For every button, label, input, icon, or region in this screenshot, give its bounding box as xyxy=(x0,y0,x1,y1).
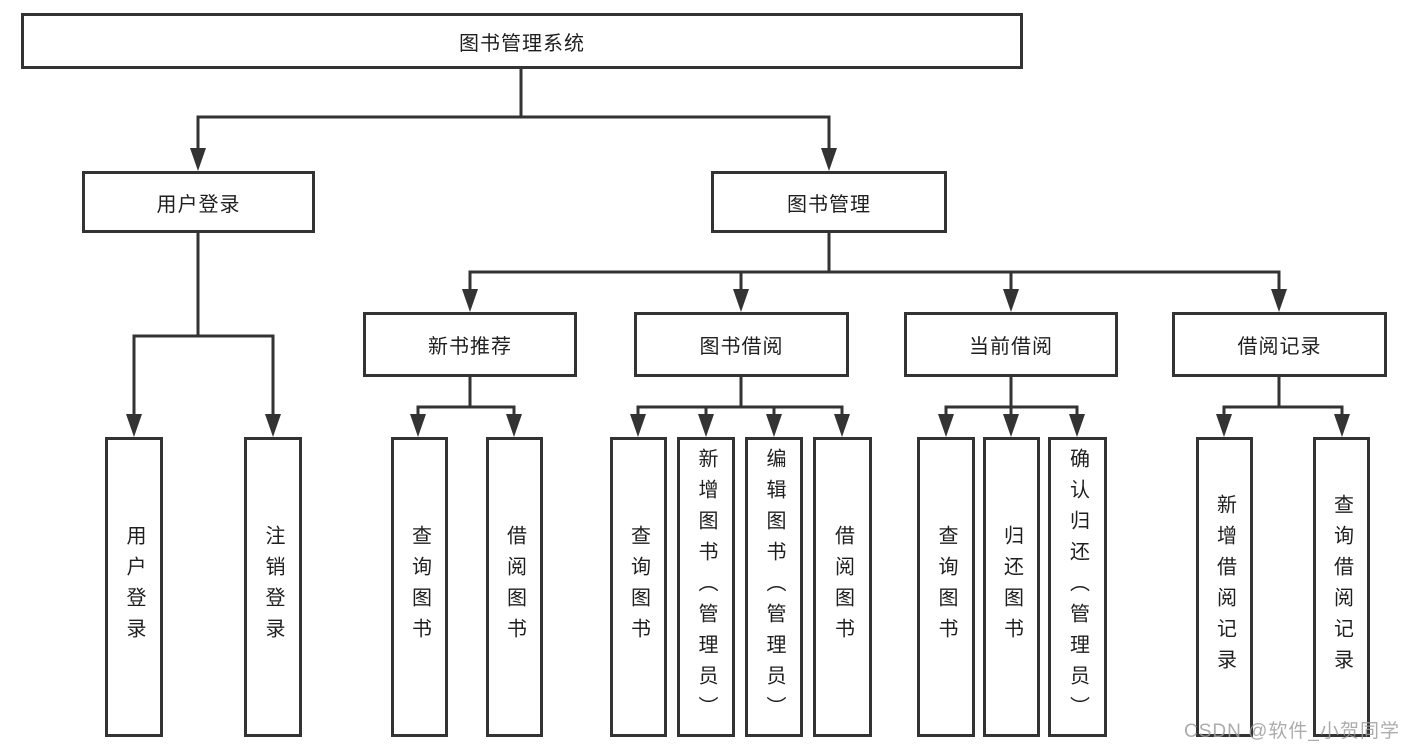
connector-user-login-children xyxy=(126,231,281,437)
leaf-user-login: 用户登录 xyxy=(105,437,163,737)
leaf-add-borrow-record: 新增借阅记录 xyxy=(1196,437,1253,737)
connector-book-mgmt-children xyxy=(462,231,1287,312)
leaf-add-books-admin: 新增图书（管理员） xyxy=(677,437,735,737)
leaf-query-books-recommend: 查询图书 xyxy=(391,437,448,737)
node-book-borrowing: 图书借阅 xyxy=(634,312,849,377)
leaf-query-books-current: 查询图书 xyxy=(917,437,975,737)
node-current-borrowing: 当前借阅 xyxy=(904,312,1118,377)
leaf-edit-books-admin: 编辑图书（管理员） xyxy=(745,437,803,737)
leaf-confirm-return-admin: 确认归还（管理员） xyxy=(1048,437,1107,737)
leaf-query-borrow-record: 查询借阅记录 xyxy=(1313,437,1370,737)
connector-borrow-records-children xyxy=(1216,375,1350,437)
node-library-management-system: 图书管理系统 xyxy=(21,13,1023,69)
connector-book-borrow-children xyxy=(630,375,850,437)
csdn-watermark: CSDN @软件_小贺同学 xyxy=(1184,721,1400,742)
node-book-management: 图书管理 xyxy=(711,171,947,233)
node-new-book-recommendation: 新书推荐 xyxy=(363,312,577,377)
leaf-borrow-books-recommend: 借阅图书 xyxy=(486,437,543,737)
leaf-borrow-books: 借阅图书 xyxy=(813,437,872,737)
node-borrowing-records: 借阅记录 xyxy=(1172,312,1387,377)
leaf-logout: 注销登录 xyxy=(244,437,302,737)
connector-current-borrow-children xyxy=(938,375,1085,437)
leaf-return-books: 归还图书 xyxy=(983,437,1040,737)
leaf-query-books-borrow: 查询图书 xyxy=(610,437,667,737)
connector-root-to-level2 xyxy=(190,67,837,171)
node-user-login: 用户登录 xyxy=(82,171,315,233)
connector-new-book-rec-children xyxy=(410,375,522,437)
